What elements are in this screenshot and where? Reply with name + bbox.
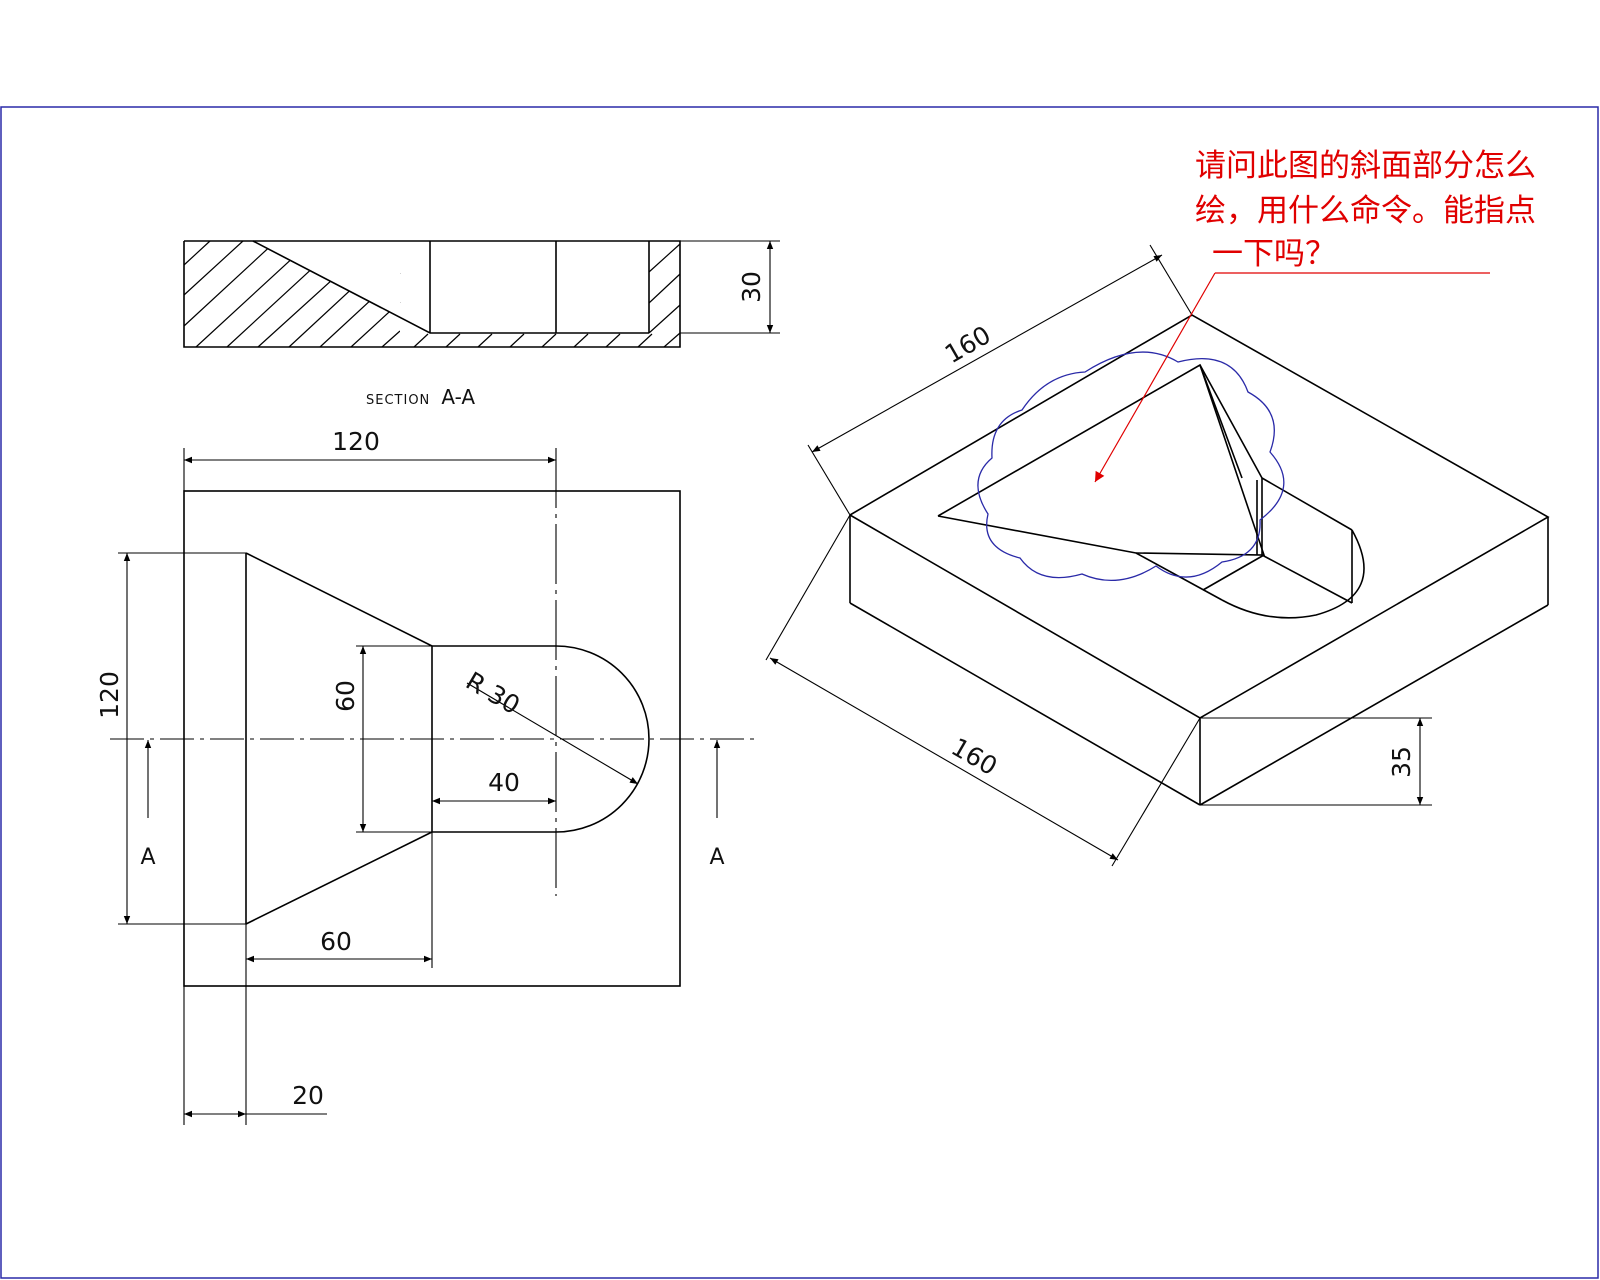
page-frame (0, 106, 1599, 1279)
iso-thickness-dim: 35 (1387, 746, 1416, 778)
note-line-1: 请问此图的斜面部分怎么 (1195, 148, 1536, 184)
slot-height-dim: 60 (331, 680, 360, 712)
section-label-suffix: A-A (441, 385, 475, 409)
iso-view: 160 160 35 (765, 244, 1550, 867)
taper-length-dim: 60 (320, 927, 352, 956)
section-hatching (183, 240, 681, 348)
leader-arrow (1094, 272, 1216, 483)
section-mark-left: A (140, 845, 155, 870)
note-line-3: 一下吗？ (1212, 236, 1336, 272)
iso-length-bottom-dim: 160 (946, 732, 1002, 781)
revision-cloud (977, 351, 1285, 582)
plan-width-dim: 120 (332, 427, 380, 456)
plan-height-dim: 120 (95, 671, 124, 719)
note-line-2: 绘，用什么命令。能指点 (1195, 193, 1536, 229)
iso-length-top-dim: 160 (940, 320, 996, 369)
section-view: 30 SECTION A-A (183, 240, 780, 409)
offset-dim: 20 (292, 1081, 324, 1110)
section-height-dim: 30 (737, 271, 766, 303)
question-note: 请问此图的斜面部分怎么 绘，用什么命令。能指点 一下吗？ (1195, 148, 1536, 272)
slot-length-dim: 40 (488, 768, 520, 797)
section-label: SECTION A-A (366, 385, 475, 409)
section-mark-right: A (709, 845, 724, 870)
plan-view: 120 120 60 R 30 40 60 20 A A (95, 427, 755, 1125)
section-label-prefix: SECTION (366, 393, 430, 408)
